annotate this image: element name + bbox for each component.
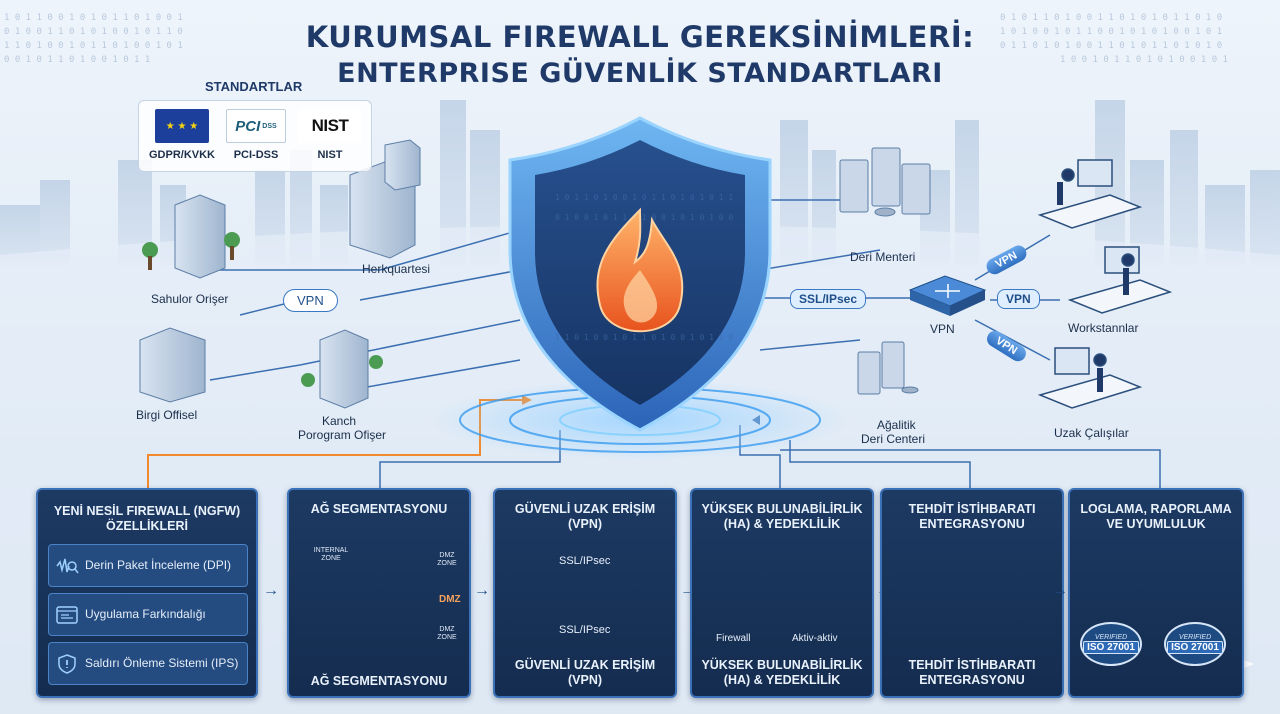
iso-label: ISO 27001 [1083, 641, 1139, 654]
kanch-office-building-icon [301, 329, 383, 409]
main-title-line-1: KURUMSAL FIREWALL GEREKSİNİMLERİ: [305, 20, 975, 54]
arrow-right-icon: → [474, 582, 490, 599]
verified-label: VERIFIED [1094, 634, 1128, 641]
threat-intel-panel: TEHDİT İSTİHBARATI ENTEGRASYONU TEHDİT İ… [880, 488, 1064, 698]
logging-panel: LOGLAMA, RAPORLAMA VE UYUMLULUK VERIFIED… [1068, 488, 1244, 698]
nist-logo: NIST [298, 109, 362, 143]
vpn-hub-label: VPN [930, 322, 955, 336]
kanch-office-label: Kanch [322, 414, 357, 428]
svg-text:1 0 0 1 0 1 1 0 1 0 1 0 0 1 0: 1 0 0 1 0 1 1 0 1 0 1 0 0 1 0 1 [1060, 55, 1228, 65]
dmz-zone-label: DMZ ZONE [437, 552, 457, 567]
vpn-router-icon [908, 275, 987, 316]
data-center-label: Deri Menteri [850, 250, 916, 264]
shield-alert-icon [49, 653, 85, 675]
network-data-center-label-2: Deri Centeri [861, 432, 926, 446]
svg-text:0 1 0 0 1 1 0 1 0 1 0 0 1 0 1: 0 1 0 0 1 1 0 1 0 1 0 0 1 0 1 1 0 [4, 27, 183, 37]
panel-footer: YÜKSEK BULUNABİLİRLİK (HA) & YEDEKLİLİK [701, 658, 863, 687]
feature-label: Derin Paket İnceleme (DPI) [85, 558, 232, 572]
panel-title: YENİ NESİL FIREWALL (NGFW) ÖZELLİKLERİ [53, 504, 241, 533]
kanch-office-label-2: Porogram Ofişer [298, 428, 387, 442]
birgi-office-building-icon [139, 327, 206, 403]
standard-gdpr: ★ ★ ★ GDPR/KVKK [147, 109, 217, 161]
svg-text:0 1 1 0 1 0 1 0 0 1 1 0 1 0 1: 0 1 1 0 1 0 1 0 0 1 1 0 1 0 1 1 0 1 0 1 … [1000, 41, 1222, 51]
panel-title: GÜVENLİ UZAK ERİŞİM (VPN) [514, 502, 656, 531]
active-active-label: Aktiv-aktiv [792, 633, 838, 644]
branch-office-label: Sahulor Orişer [151, 292, 229, 306]
main-title-line-2: ENTERPRISE GÜVENLİK STANDARTLARI [337, 58, 943, 89]
firewall-shield-icon: 1 0 1 1 0 1 0 0 1 0 1 1 0 1 0 1 0 1 1 0 … [508, 116, 772, 432]
standard-name: GDPR/KVKK [148, 149, 215, 161]
iso-27001-badge: VERIFIED ISO 27001 [1080, 622, 1142, 666]
left-vpn-cloud: VPN [283, 289, 338, 312]
workstation-desk-icon [1037, 159, 1143, 229]
vpn-panel: GÜVENLİ UZAK ERİŞİM (VPN) SSL/IPsec SSL/… [493, 488, 677, 698]
feature-dpi: Derin Paket İnceleme (DPI) [48, 544, 248, 587]
branch-office-building-icon [142, 194, 240, 279]
svg-text:0 1 0 0 1 0 1 1 0 1 0 0 1 0 1: 0 1 0 0 1 0 1 1 0 1 0 0 1 0 1 0 1 0 0 [555, 213, 733, 222]
ssl-ipsec-pill: SSL/IPsec [790, 289, 867, 309]
birgi-office-label: Birgi Offisel [136, 408, 198, 422]
iso-27001-badge: VERIFIED ISO 27001 [1164, 622, 1226, 666]
svg-text:1 1 0 1 0 0 1 0 1 1 0 1 0 0 1: 1 1 0 1 0 0 1 0 1 1 0 1 0 0 1 0 1 [4, 41, 183, 51]
eu-flag-logo: ★ ★ ★ [155, 109, 209, 143]
network-data-center-server-icon [857, 341, 919, 395]
ngfw-panel: YENİ NESİL FIREWALL (NGFW) ÖZELLİKLERİ D… [36, 488, 258, 698]
panel-title: YÜKSEK BULUNABİLİRLİK (HA) & YEDEKLİLİK [701, 502, 863, 531]
iso-label: ISO 27001 [1167, 641, 1223, 654]
dmz-label: DMZ [439, 594, 461, 605]
panel-footer: TEHDİT İSTİHBARATI ENTEGRASYONU [908, 658, 1036, 687]
feature-label: Saldırı Önleme Sistemi (IPS) [85, 656, 239, 670]
svg-text:1 1 0 1 0 0 1 0 1 1 0 1 0 0 1: 1 1 0 1 0 0 1 0 1 1 0 1 0 0 1 0 1 1 0 [555, 333, 733, 342]
svg-text:1 0 1 1 0 0 1 0 1 0 1 1 0 1 0: 1 0 1 1 0 0 1 0 1 0 1 1 0 1 0 0 1 [4, 13, 183, 23]
standard-name: PCI-DSS [233, 149, 279, 161]
firewall-label: Firewall [716, 633, 751, 644]
svg-text:0 0 1 0 1 1 0 1 0 0 1 0 1 1: 0 0 1 0 1 1 0 1 0 0 1 0 1 1 [4, 55, 150, 65]
feature-app-awareness: Uygulama Farkındalığı [48, 593, 248, 636]
data-center-server-icon [839, 147, 931, 217]
remote-workers-label: Uzak Çalışılar [1054, 426, 1129, 440]
panel-title: AĞ SEGMENTASYONU [310, 502, 448, 516]
segmentation-panel: AĞ SEGMENTASYONU INTERNAL ZONE DMZ ZONE … [287, 488, 471, 698]
workstations-label: Workstannlar [1068, 321, 1139, 335]
ha-panel: YÜKSEK BULUNABİLİRLİK (HA) & YEDEKLİLİK … [690, 488, 874, 698]
arrow-right-icon: → [1052, 582, 1068, 599]
arrow-right-icon: → [263, 582, 279, 599]
headquarters-label: Herkquartesi [362, 262, 431, 276]
remote-worker-desk-icon [1037, 347, 1143, 409]
dmz-zone-label-2: DMZ ZONE [437, 626, 457, 641]
verified-label: VERIFIED [1178, 634, 1212, 641]
panel-footer: AĞ SEGMENTASYONU [310, 674, 448, 688]
app-window-icon [49, 605, 85, 625]
tunnel-label-top: SSL/IPsec [559, 555, 611, 567]
workstation-desk-icon [1067, 246, 1173, 314]
vpn-pill: VPN [997, 289, 1040, 309]
headquarters-building-icon [349, 139, 421, 259]
standards-label: STANDARTLAR [205, 79, 303, 94]
feature-ips: Saldırı Önleme Sistemi (IPS) [48, 642, 248, 685]
svg-text:1 0 1 0 0 1 0 1 1 0 0 1 0 1 0: 1 0 1 0 0 1 0 1 1 0 0 1 0 1 0 1 0 0 1 0 … [1000, 27, 1222, 37]
panel-footer: GÜVENLİ UZAK ERİŞİM (VPN) [514, 658, 656, 687]
feature-label: Uygulama Farkındalığı [85, 607, 206, 621]
network-data-center-label: Ağalitik [877, 418, 916, 432]
standard-name: NIST [317, 149, 343, 161]
panel-title: TEHDİT İSTİHBARATI ENTEGRASYONU [908, 502, 1036, 531]
tunnel-label-bottom: SSL/IPsec [559, 624, 611, 636]
waveform-search-icon [49, 556, 85, 576]
standard-nist: NIST NIST [295, 109, 365, 161]
svg-text:0 1 0 1 1 0 1 0 0 1 1 0 1 0 1: 0 1 0 1 1 0 1 0 0 1 1 0 1 0 1 0 1 1 0 1 … [1000, 13, 1222, 23]
panel-title: LOGLAMA, RAPORLAMA VE UYUMLULUK [1080, 502, 1232, 531]
internal-zone-label: INTERNAL ZONE [313, 547, 349, 562]
svg-text:1 0 1 1 0 1 0 0 1 0 1 1 0 1 0: 1 0 1 1 0 1 0 0 1 0 1 1 0 1 0 1 0 1 1 [555, 193, 733, 202]
